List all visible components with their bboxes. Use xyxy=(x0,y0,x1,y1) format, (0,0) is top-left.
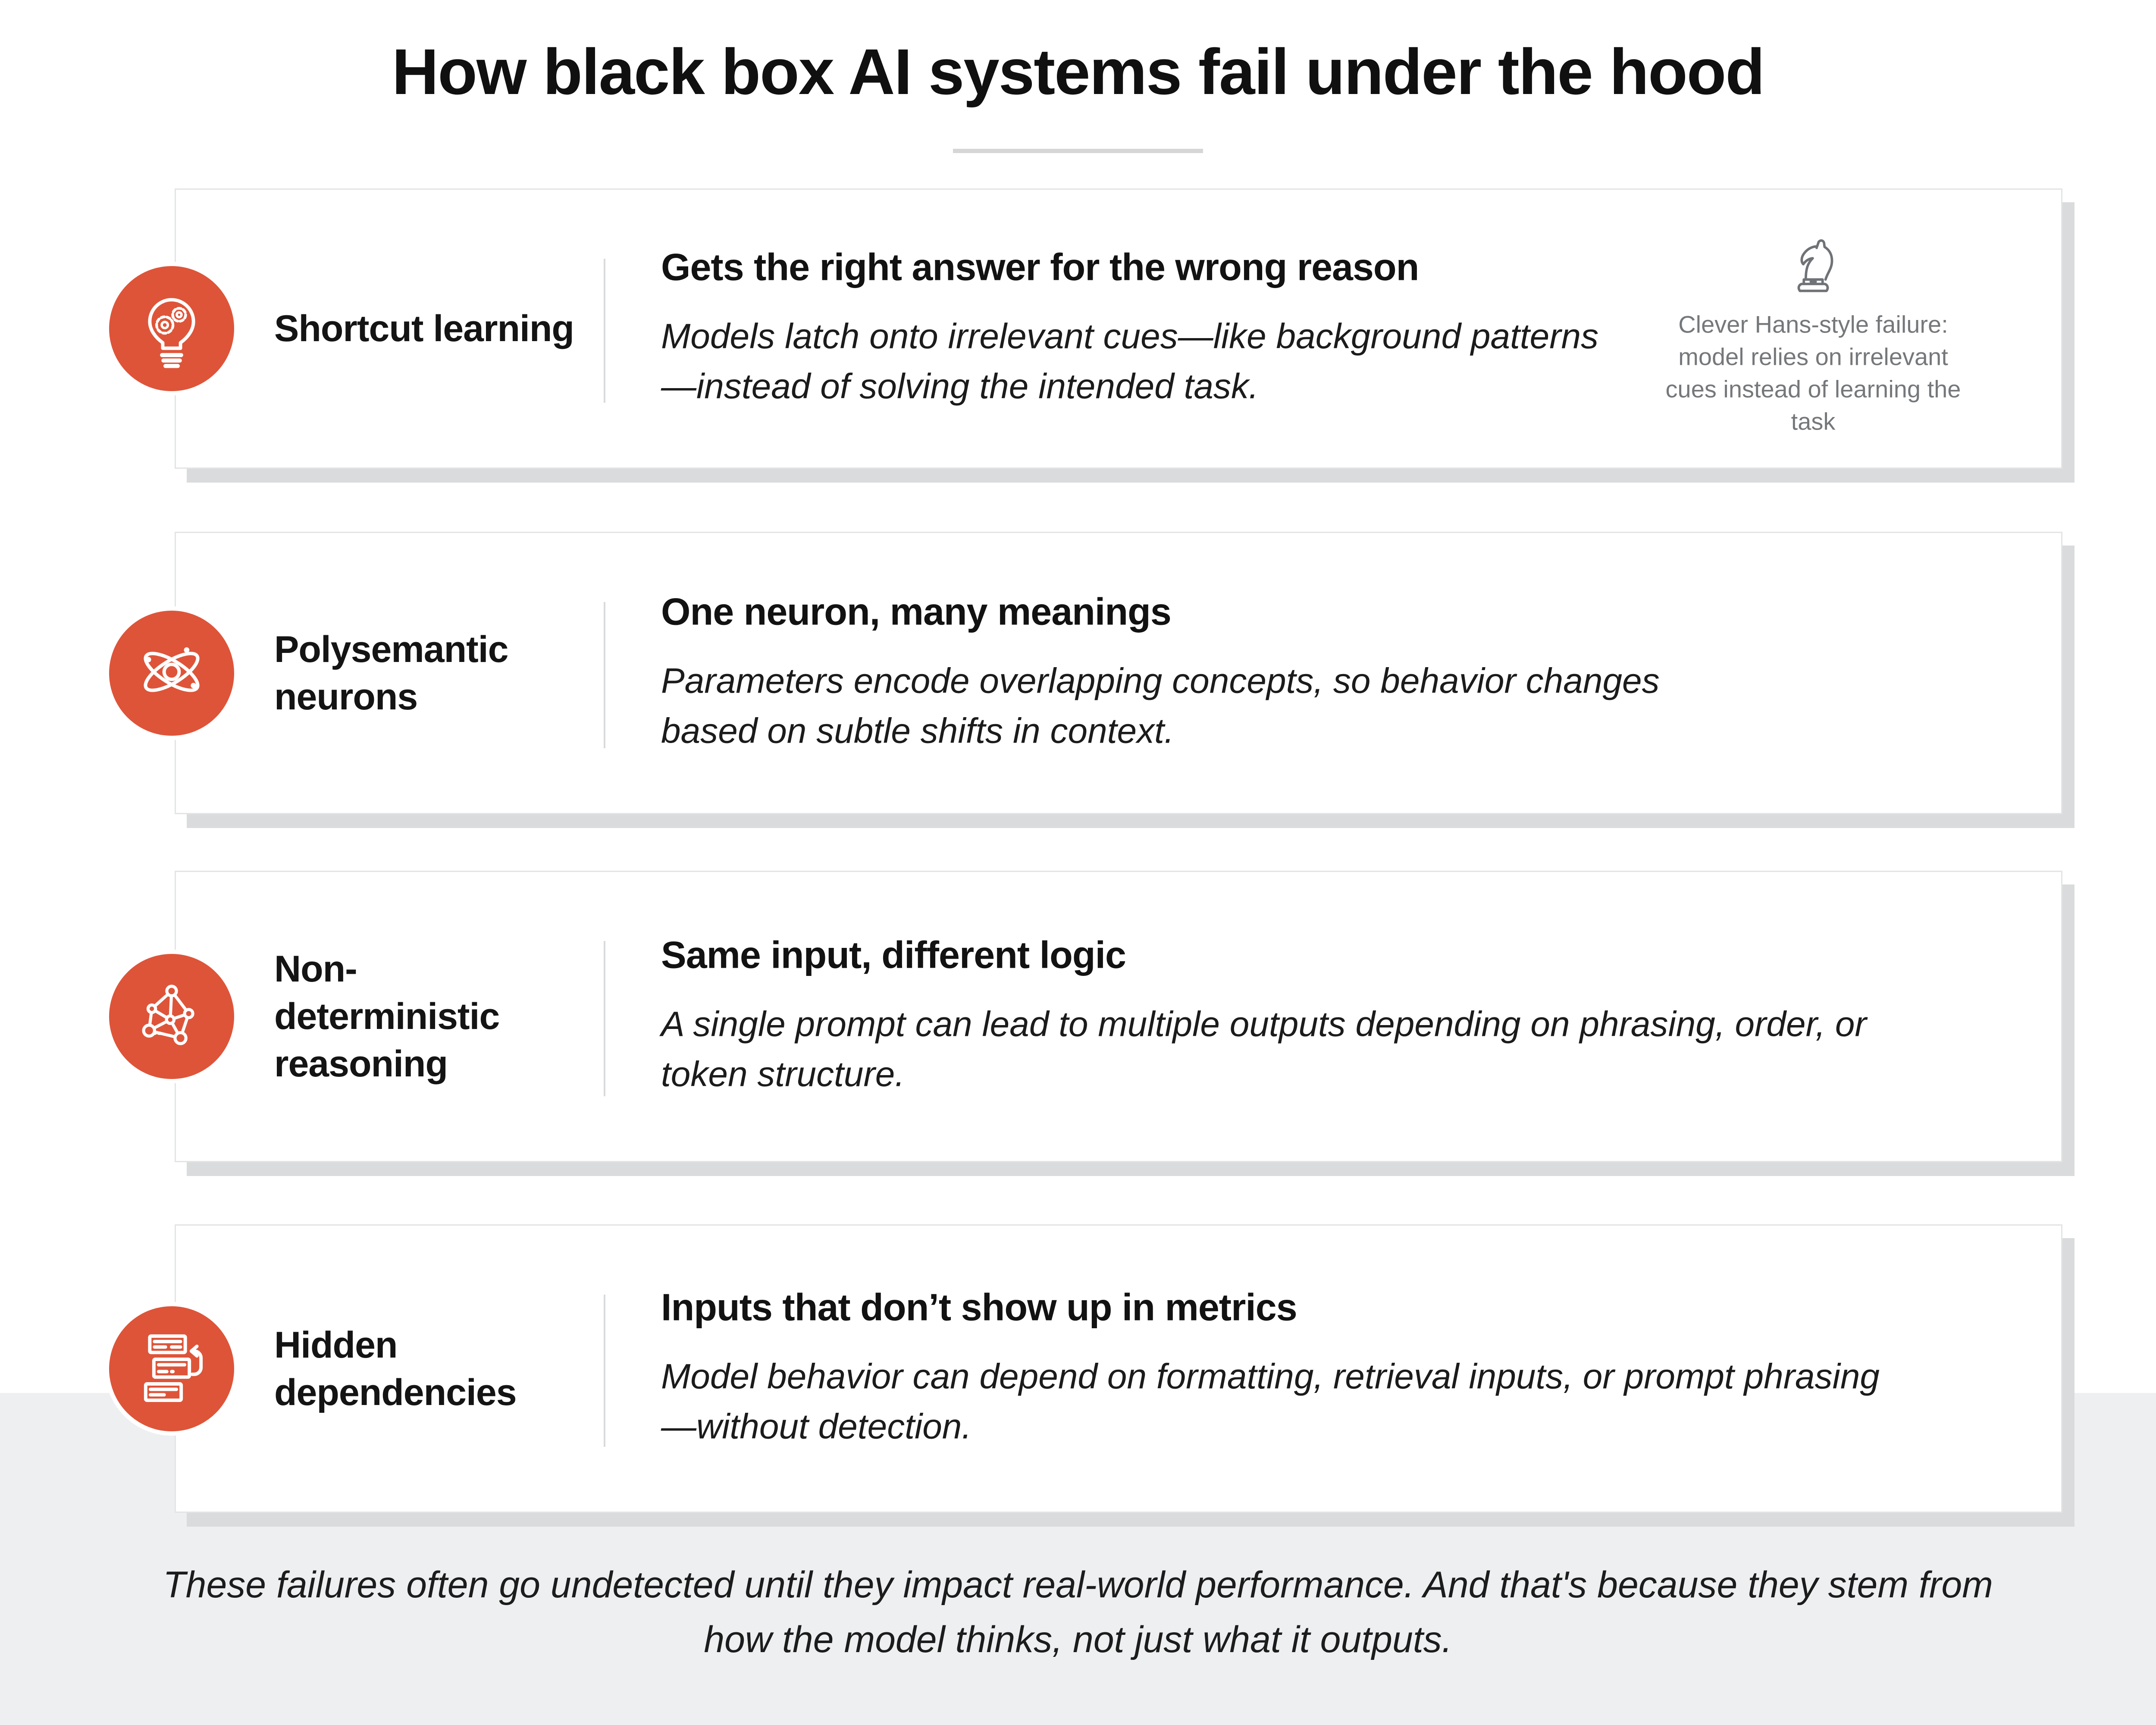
vertical-rule xyxy=(604,602,605,748)
card-body: Parameters encode overlapping concepts, … xyxy=(661,661,1660,751)
clever-hans-aside: Clever Hans-style failure: model relies … xyxy=(1658,220,1968,437)
lightbulb-gears-icon xyxy=(131,287,213,371)
card-headline: One neuron, many meanings xyxy=(661,590,1172,633)
card-icon-circle xyxy=(105,950,238,1083)
card-body: Model behavior can depend on formatting,… xyxy=(661,1357,1880,1446)
card-icon-circle xyxy=(105,606,238,740)
card-text-zone: Gets the right answer for the wrong reas… xyxy=(661,245,1610,412)
card-nondeterministic-reasoning: Non-deterministic reasoning Same input, … xyxy=(105,871,2062,1162)
card-hidden-dependencies: Hidden dependencies Inputs that don’t sh… xyxy=(105,1224,2062,1513)
footer-note: These failures often go undetected until… xyxy=(0,1558,2156,1668)
card-label: Non-deterministic reasoning xyxy=(274,948,500,1085)
card-label: Polysemantic neurons xyxy=(274,628,508,718)
chess-knight-icon xyxy=(1786,239,1840,307)
card-headline: Gets the right answer for the wrong reas… xyxy=(661,245,1419,289)
vertical-rule xyxy=(604,259,605,403)
aside-caption: Clever Hans-style failure: model relies … xyxy=(1665,310,1961,435)
card-headline: Inputs that don’t show up in metrics xyxy=(661,1286,1297,1329)
card-body: A single prompt can lead to multiple out… xyxy=(661,1004,1867,1094)
card-body: Models latch onto irrelevant cues—like b… xyxy=(661,317,1599,406)
card-text-zone: Inputs that don’t show up in metrics Mod… xyxy=(661,1285,1899,1452)
network-graph-icon xyxy=(131,975,213,1059)
card-text-zone: Same input, different logic A single pro… xyxy=(661,933,1886,1100)
card-shortcut-learning: Shortcut learning Gets the right answer … xyxy=(105,188,2062,469)
card-icon-circle xyxy=(105,1302,238,1436)
card-icon-circle xyxy=(105,262,238,395)
documents-loop-icon xyxy=(131,1327,213,1411)
footer-text: These failures often go undetected until… xyxy=(163,1564,1993,1661)
card-label: Shortcut learning xyxy=(274,307,574,349)
vertical-rule xyxy=(604,1295,605,1447)
atom-icon xyxy=(131,631,213,715)
card-headline: Same input, different logic xyxy=(661,933,1126,976)
page-title: How black box AI systems fail under the … xyxy=(392,35,1765,108)
card-label: Hidden dependencies xyxy=(274,1324,517,1413)
card-polysemantic-neurons: Polysemantic neurons One neuron, many me… xyxy=(105,532,2062,814)
vertical-rule xyxy=(604,941,605,1096)
card-text-zone: One neuron, many meanings Parameters enc… xyxy=(661,590,1765,756)
title-divider xyxy=(953,149,1203,153)
